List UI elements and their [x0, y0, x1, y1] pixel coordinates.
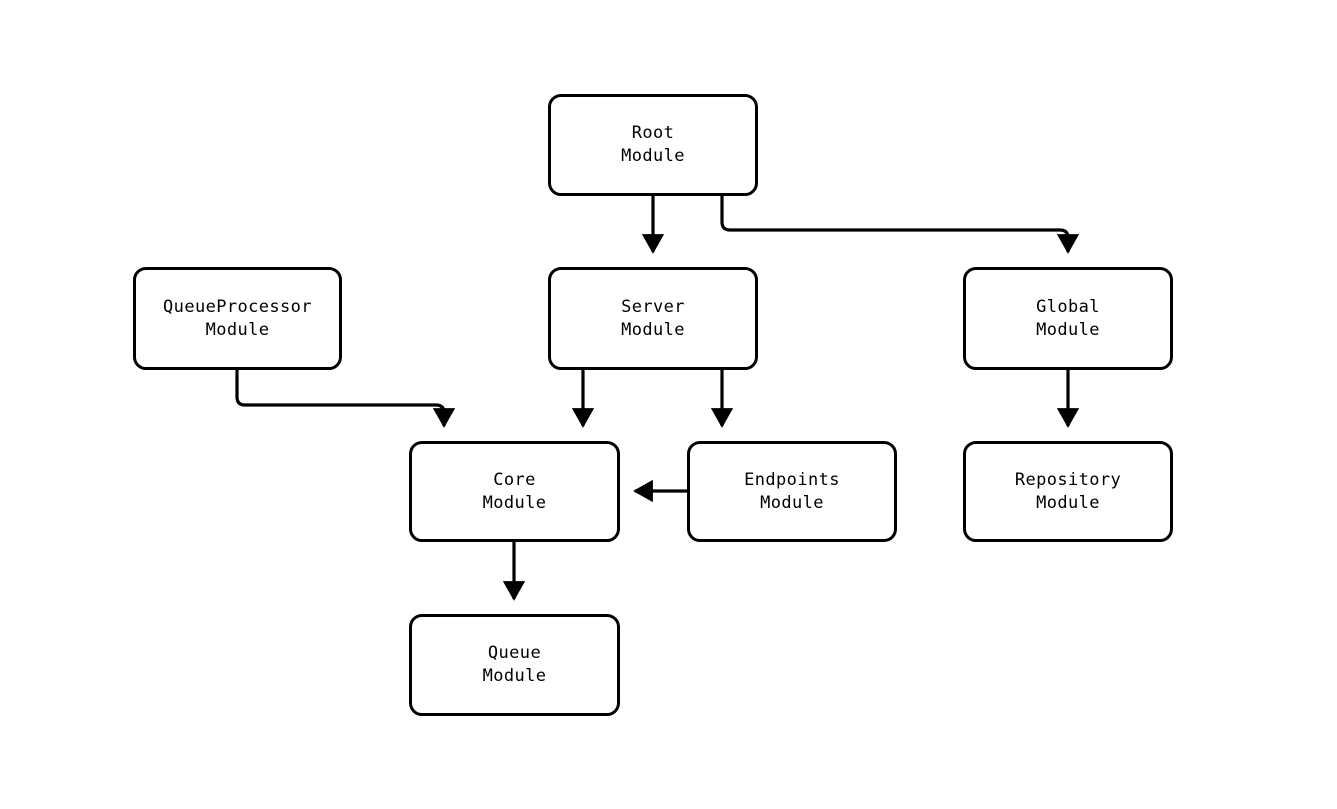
- edge-queueprocessor-to-core: [235, 370, 456, 428]
- node-core-name: Core: [493, 469, 536, 490]
- node-server-name: Server: [621, 296, 685, 317]
- node-endpoints-name: Endpoints: [744, 469, 840, 490]
- node-queue-suffix: Module: [482, 666, 547, 686]
- edges-group: [235, 196, 1080, 601]
- edge-root-to-global: [720, 196, 1080, 254]
- node-global-name: Global: [1036, 296, 1100, 317]
- node-queueprocessor-name: QueueProcessor: [163, 296, 312, 317]
- node-root-name: Root: [631, 123, 675, 143]
- node-core-suffix: Module: [482, 492, 547, 513]
- node-repository-name: Repository: [1014, 469, 1122, 490]
- node-queue-name: Queue: [487, 643, 542, 663]
- node-server-suffix: Module: [621, 319, 685, 340]
- node-root-suffix: Module: [621, 146, 685, 166]
- node-global-suffix: Module: [1036, 319, 1100, 340]
- node-queueprocessor-suffix: Module: [205, 319, 270, 340]
- node-endpoints-suffix: Module: [760, 492, 824, 513]
- node-repository-suffix: Module: [1036, 492, 1100, 513]
